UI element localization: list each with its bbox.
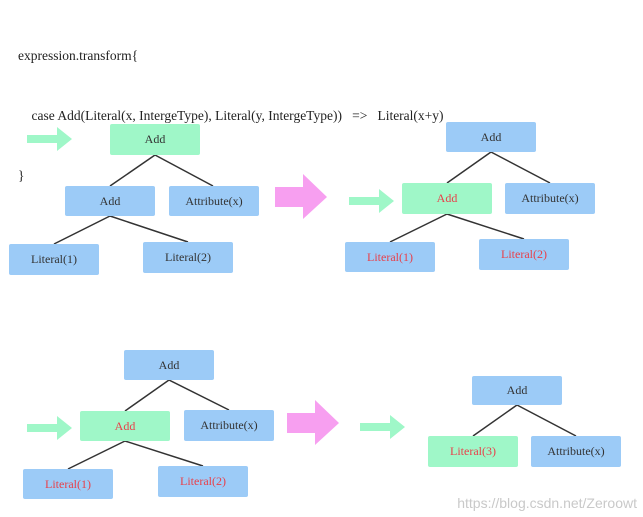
node-label: Attribute(x) [185,193,243,208]
node-label: Add [436,191,458,205]
edge [446,151,492,184]
tree1-literal2-node: Literal(2) [143,242,233,273]
tree3-add-root-node: Add [124,350,214,380]
node-label: Add [99,193,121,208]
edge [67,440,126,470]
code-line-3: } [18,168,25,183]
code-line-1: expression.transform{ [18,48,139,63]
tree4-add-root-node: Add [472,376,562,405]
node-label: Add [506,383,528,397]
tree2-literal1-node: Literal(1) [345,242,435,272]
tree2-add-root-node: Add [446,122,536,152]
node-label: Add [144,132,166,146]
node-label: Literal(3) [450,444,496,458]
node-label: Attribute(x) [521,191,579,205]
watermark: https://blog.csdn.net/Zeroowt [457,495,637,511]
tree2-literal2-node: Literal(2) [479,239,569,270]
tree3-attribute-node: Attribute(x) [184,410,274,441]
node-label: Add [480,129,502,144]
edge [124,379,170,412]
focus-arrow-icon [27,416,72,440]
edge [53,215,111,245]
edge [490,151,551,184]
tree3-add-child-node: Add [80,411,170,441]
tree3-literal1-node: Literal(1) [23,469,113,499]
node-label: Attribute(x) [547,444,605,458]
transform-arrow-icon [287,400,339,445]
node-label: Add [158,357,180,372]
transform-arrow-icon [275,174,327,219]
tree2-attribute-node: Attribute(x) [505,183,595,214]
focus-arrow-icon [349,189,394,213]
edge [124,440,204,467]
edge [168,379,230,411]
focus-arrow-icon [360,415,405,439]
tree1-add-root-node: Add [110,124,200,155]
code-snippet: expression.transform{ case Add(Literal(x… [18,6,444,206]
node-label: Literal(2) [180,474,226,488]
node-label: Literal(1) [367,249,413,264]
tree2-add-child-node: Add [402,183,492,214]
edge [154,154,214,187]
node-label: Literal(2) [165,250,211,264]
node-label: Literal(2) [501,247,547,261]
node-label: Attribute(x) [200,418,258,432]
edge [109,215,189,243]
tree3-literal2-node: Literal(2) [158,466,248,497]
tree4-attribute-node: Attribute(x) [531,436,621,467]
tree1-add-child-node: Add [65,186,155,216]
node-label: Literal(1) [45,476,91,491]
node-label: Add [114,418,136,433]
tree1-literal1-node: Literal(1) [9,244,99,275]
edge [446,213,525,240]
edge [516,404,577,437]
code-line-2: case Add(Literal(x, IntergeType), Litera… [18,108,444,123]
edge [389,213,448,243]
edge [472,404,518,437]
focus-arrow-icon [27,127,72,151]
node-label: Literal(1) [31,252,77,266]
tree1-attribute-node: Attribute(x) [169,186,259,216]
edge [109,154,156,187]
tree4-literal3-node: Literal(3) [428,436,518,467]
